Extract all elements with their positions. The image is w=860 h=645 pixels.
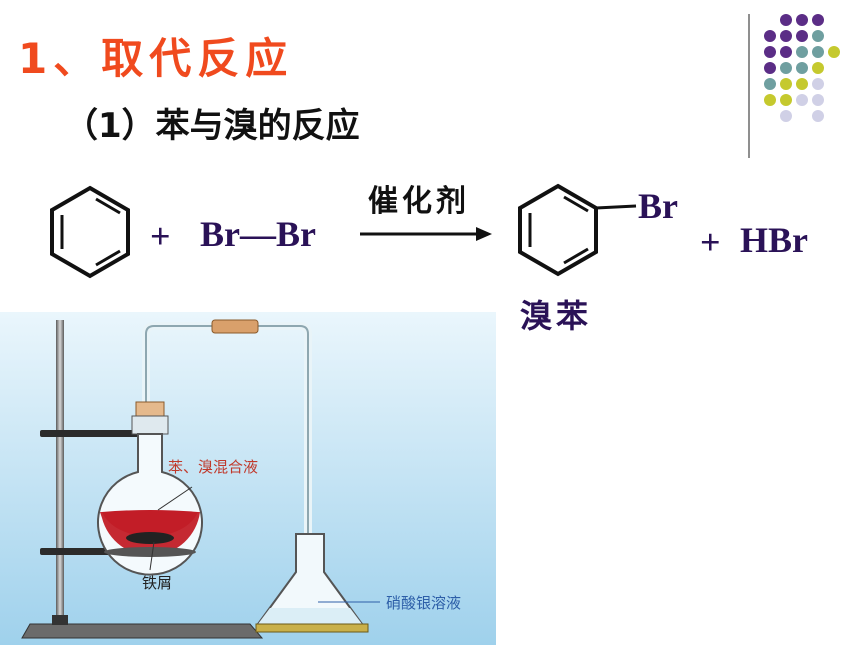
decorative-dot <box>796 94 808 106</box>
bromine-reactant: Br—Br <box>200 214 316 254</box>
decorative-dot <box>828 46 840 58</box>
decorative-dot <box>812 62 824 74</box>
decorative-dot <box>812 30 824 42</box>
catalyst-label: 催化剂 <box>368 184 470 219</box>
decorative-dot-grid <box>764 14 840 122</box>
plus-sign-2: + <box>700 222 721 262</box>
product-name: 溴苯 <box>520 297 593 335</box>
decorative-dot <box>796 46 808 58</box>
decorative-dot <box>812 110 824 122</box>
decorative-dot <box>796 78 808 90</box>
decorative-vertical-line <box>748 14 750 158</box>
decorative-dot <box>780 30 792 42</box>
slide-subtitle: （1）苯与溴的反应 <box>64 106 360 146</box>
label-benzene-bromine-mixture: 苯、溴混合液 <box>168 458 259 476</box>
slide-title: 1、取代反应 <box>18 34 294 83</box>
plus-sign-1: + <box>150 216 171 256</box>
decorative-dot <box>796 30 808 42</box>
hbr-byproduct: HBr <box>740 220 808 260</box>
decorative-dot <box>780 62 792 74</box>
bromobenzene-substituent: Br <box>638 186 678 226</box>
decorative-dot <box>812 46 824 58</box>
decorative-dot <box>764 94 776 106</box>
decorative-dot <box>764 46 776 58</box>
decorative-dot <box>780 78 792 90</box>
benzene-structure-reactant <box>50 185 130 279</box>
decorative-dot <box>780 14 792 26</box>
decorative-dot <box>812 94 824 106</box>
decorative-dot <box>812 14 824 26</box>
decorative-dot <box>796 62 808 74</box>
decorative-dot <box>780 110 792 122</box>
decorative-dot <box>812 78 824 90</box>
reaction-arrow <box>360 227 492 241</box>
decorative-dot <box>764 30 776 42</box>
benzene-structure-product <box>518 183 637 277</box>
decorative-dot <box>796 14 808 26</box>
label-iron-filings: 铁屑 <box>142 574 173 592</box>
label-silver-nitrate-solution: 硝酸银溶液 <box>386 594 462 612</box>
decorative-dot <box>780 46 792 58</box>
apparatus-illustration: 苯、溴混合液 铁屑 硝酸银溶液 <box>0 312 496 645</box>
decorative-dot <box>764 78 776 90</box>
decorative-dot <box>780 94 792 106</box>
decorative-dot <box>764 62 776 74</box>
